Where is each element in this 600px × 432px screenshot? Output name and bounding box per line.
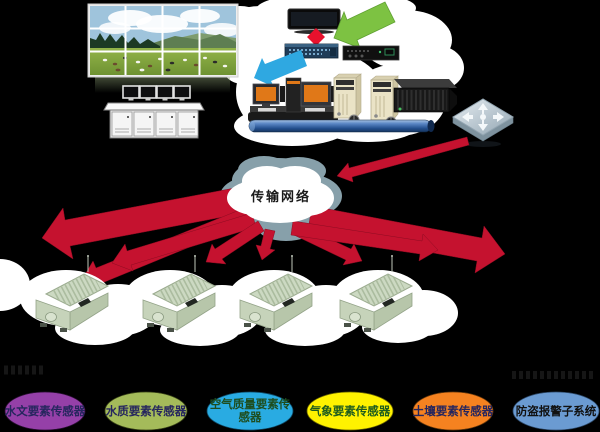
sensor-ellipse-soil: 土壤要素传感器 xyxy=(412,391,494,431)
network-pipe xyxy=(248,119,435,133)
wall-grid xyxy=(90,6,236,75)
sensor-label: 空气质量要素传 xyxy=(210,397,291,411)
sensor-ellipse-hydrology: 水文要素传感器 xyxy=(4,391,86,431)
av-rack-icon xyxy=(342,45,400,61)
sensor-label: 感器 xyxy=(239,410,262,424)
sensor-label: 防盗报警子系统 xyxy=(516,404,597,418)
red-arrow-device2 xyxy=(205,220,265,265)
sensor-label: 水文要素传感器 xyxy=(5,404,86,418)
console-doors xyxy=(111,111,199,137)
alarm-diamond-icon xyxy=(307,28,325,46)
sensor-ellipse-anti-theft: 防盗报警子系统 xyxy=(512,391,600,431)
red-arrows xyxy=(41,136,506,291)
sensor-label: 水质要素传感器 xyxy=(106,404,187,418)
disk-array-icon xyxy=(393,79,457,113)
sensor-nodes: 水文要素传感器 水质要素传感器 空气质量要素传 感器 气象要素传感器 土壤要素传… xyxy=(4,391,600,431)
red-arrow-left xyxy=(41,186,245,260)
pasture-image xyxy=(90,6,236,75)
switch-icon xyxy=(452,98,514,147)
sensor-ellipse-water-quality: 水质要素传感器 xyxy=(104,391,188,431)
transmission-cloud-label: 传输网络 xyxy=(250,189,311,205)
sensor-ellipse-meteorology: 气象要素传感器 xyxy=(306,391,394,431)
down-arrow-green-icon xyxy=(333,1,396,49)
red-arrow-device1 xyxy=(111,212,257,272)
red-arrow-switch-to-cloud xyxy=(336,136,470,183)
sensor-label: 气象要素传感器 xyxy=(309,404,391,418)
cows xyxy=(102,56,228,72)
down-arrow-blue-icon xyxy=(254,50,307,87)
transmission-cloud xyxy=(227,166,334,223)
workstations-icon xyxy=(248,77,338,122)
flat-tv-icon xyxy=(287,8,341,34)
control-console xyxy=(103,85,205,139)
sensor-label: 土壤要素传感器 xyxy=(413,404,494,418)
sensor-ellipse-air-quality: 空气质量要素传 感器 xyxy=(206,391,294,431)
video-wall xyxy=(87,3,239,78)
red-arrow-lower-right xyxy=(290,220,439,262)
red-arrow-device3 xyxy=(255,228,276,261)
switch-arrows xyxy=(462,103,504,131)
